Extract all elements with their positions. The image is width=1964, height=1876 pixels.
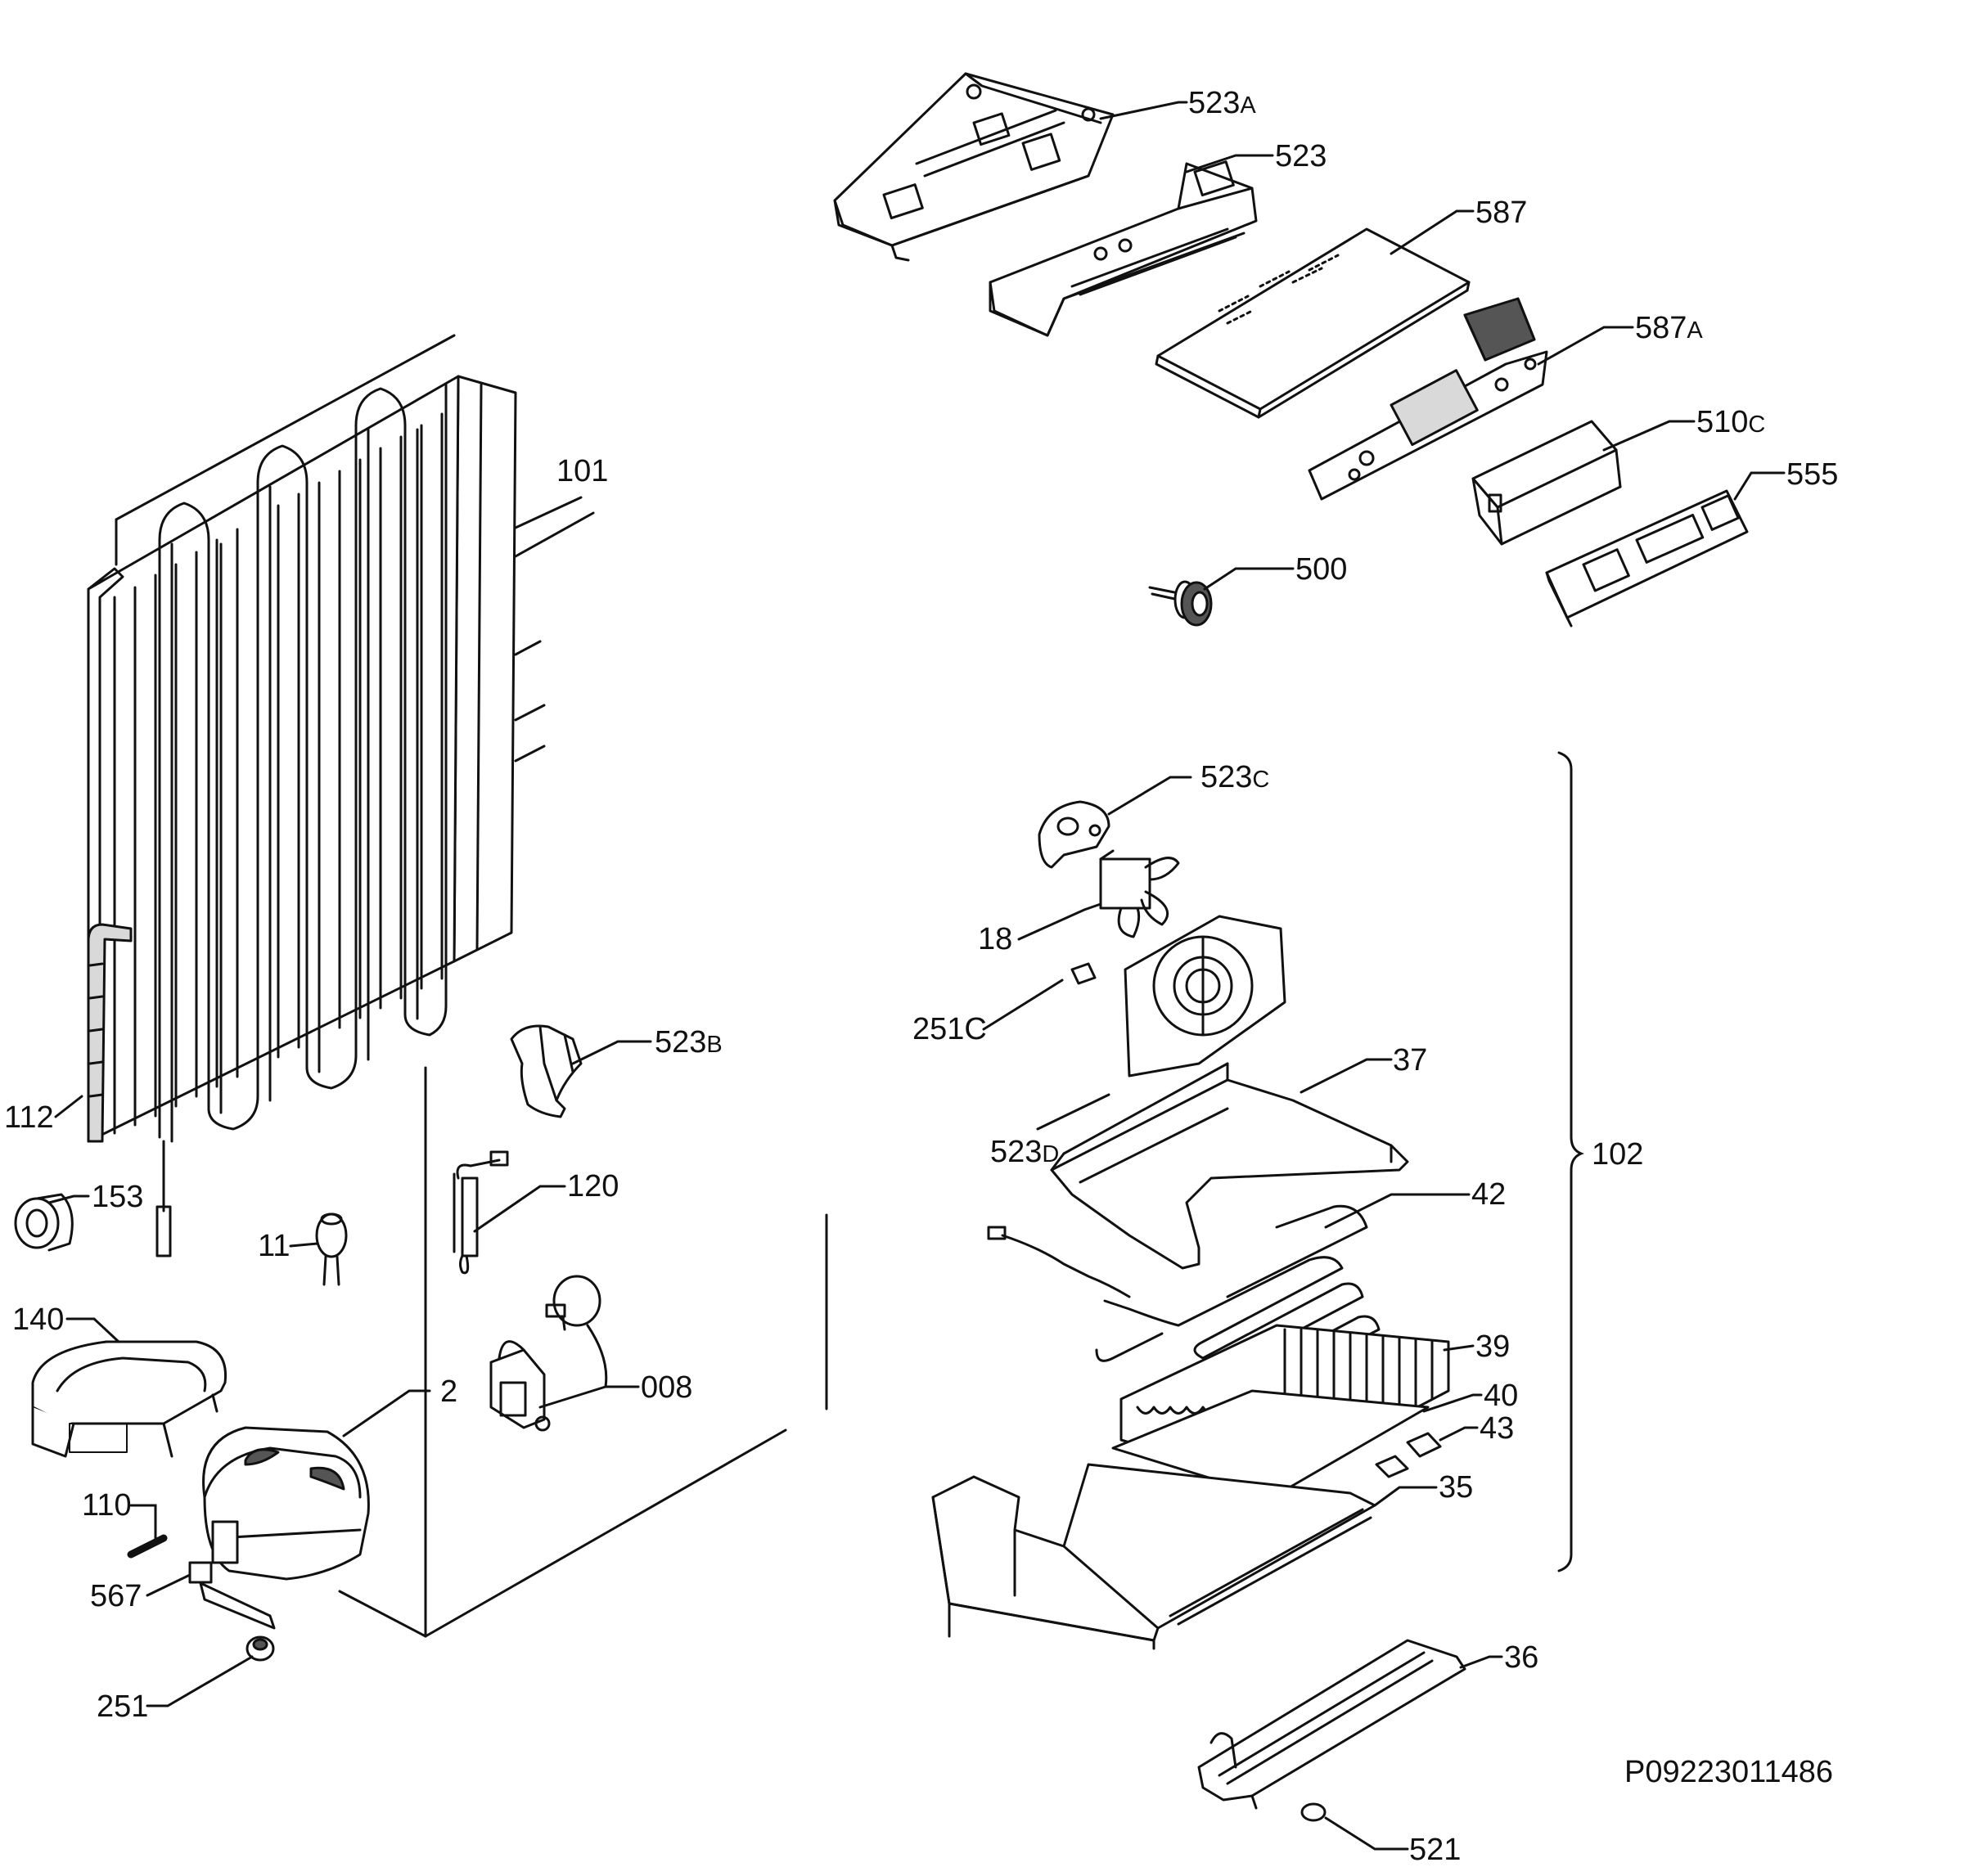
part-110-pin xyxy=(127,1534,168,1559)
callout-587: 587 xyxy=(1475,196,1527,230)
cabinet-outline xyxy=(115,334,828,1638)
callout-251c: 251C xyxy=(912,1012,987,1046)
callout-36: 36 xyxy=(1504,1640,1538,1675)
part-251-rubber-foot xyxy=(246,1635,275,1662)
leader-523a xyxy=(1099,101,1188,120)
callout-523c: 523C xyxy=(1200,760,1269,794)
leader-521 xyxy=(1324,1816,1409,1851)
callout-510c: 510C xyxy=(1696,405,1765,439)
leader-008 xyxy=(538,1324,640,1409)
leader-40 xyxy=(1422,1393,1483,1413)
leader-510c xyxy=(1602,420,1696,452)
leader-42 xyxy=(1324,1193,1471,1229)
part-587a-connector-board xyxy=(1308,297,1548,501)
callout-35: 35 xyxy=(1439,1470,1473,1505)
leader-lines xyxy=(47,101,1786,1851)
leader-35 xyxy=(1373,1486,1438,1507)
leader-587a xyxy=(1537,326,1634,366)
part-510c-display-window xyxy=(1471,420,1622,546)
callout-37: 37 xyxy=(1393,1043,1427,1077)
part-11-overload-switch xyxy=(315,1212,348,1286)
leader-523 xyxy=(1185,154,1274,173)
callout-102: 102 xyxy=(1592,1137,1643,1172)
leader-11 xyxy=(289,1242,319,1248)
callout-500: 500 xyxy=(1295,552,1347,587)
callout-523a: 523A xyxy=(1188,86,1256,120)
part-18-fan-motor xyxy=(1099,849,1180,938)
callout-101: 101 xyxy=(556,454,608,488)
part-153-grommet xyxy=(14,1193,74,1252)
part-36-drain-channel xyxy=(1197,1639,1466,1810)
part-587-circuit-board xyxy=(1155,227,1471,419)
callout-523: 523 xyxy=(1275,139,1327,173)
leader-567 xyxy=(146,1573,191,1597)
part-42-defrost-heater xyxy=(987,1204,1385,1417)
part-43-clips xyxy=(1375,1432,1442,1478)
callout-587a: 587A xyxy=(1635,311,1703,345)
leader-2 xyxy=(342,1389,431,1437)
leader-110 xyxy=(129,1504,157,1540)
part-101-condenser xyxy=(87,375,517,1257)
part-523b-cable-clip xyxy=(510,1024,583,1118)
part-2-compressor xyxy=(199,1426,370,1630)
leader-36 xyxy=(1459,1655,1503,1669)
callout-110: 110 xyxy=(82,1488,132,1523)
callout-18: 18 xyxy=(978,922,1012,956)
part-567-mounting-bracket xyxy=(188,1561,213,1584)
callout-112: 112 xyxy=(4,1100,54,1135)
callout-523d: 523D xyxy=(990,1135,1059,1169)
leader-120 xyxy=(473,1185,566,1233)
part-500-knob xyxy=(1148,580,1213,627)
part-fan-cover xyxy=(1124,915,1286,1077)
callout-39: 39 xyxy=(1475,1329,1510,1364)
leader-523d xyxy=(1036,1093,1110,1131)
callout-523b: 523B xyxy=(655,1025,723,1059)
callout-labels: 523A 523 587 587A 510C 555 500 101 523C … xyxy=(4,86,1838,1867)
part-555-display-frame xyxy=(1545,489,1749,628)
leader-153 xyxy=(47,1194,90,1204)
part-140-drip-tray xyxy=(31,1340,227,1458)
leader-18 xyxy=(1017,902,1102,941)
part-251c-insulation-pad xyxy=(1070,962,1097,985)
callout-153: 153 xyxy=(92,1180,143,1214)
part-521-o-ring xyxy=(1300,1802,1327,1822)
part-523c-fan-bracket xyxy=(1038,800,1110,869)
leader-37 xyxy=(1300,1058,1393,1094)
leader-140 xyxy=(65,1317,120,1343)
group-bracket-102 xyxy=(1557,751,1584,1572)
callout-40: 40 xyxy=(1484,1379,1518,1413)
callout-521: 521 xyxy=(1409,1833,1461,1867)
part-523-control-tray xyxy=(989,160,1258,337)
part-120-wiring-harness xyxy=(453,1150,509,1275)
leader-523b xyxy=(571,1040,652,1065)
part-112-drier-tube xyxy=(87,923,133,1143)
leader-101 xyxy=(514,496,583,529)
callout-2: 2 xyxy=(440,1374,457,1409)
part-523a-control-housing xyxy=(833,72,1115,262)
leader-523c xyxy=(1107,776,1192,816)
part-37-evaporator-cover xyxy=(1050,1062,1409,1270)
leader-39 xyxy=(1443,1344,1475,1352)
callout-567: 567 xyxy=(90,1579,142,1613)
leader-112 xyxy=(54,1095,83,1118)
callout-43: 43 xyxy=(1480,1411,1514,1446)
callout-11: 11 xyxy=(258,1229,290,1263)
callout-555: 555 xyxy=(1786,457,1838,492)
part-35-evaporator-tray xyxy=(931,1463,1376,1650)
callout-008: 008 xyxy=(641,1370,692,1405)
leader-500 xyxy=(1203,567,1295,591)
callout-120: 120 xyxy=(567,1169,619,1203)
leader-251 xyxy=(146,1655,254,1707)
leader-251c xyxy=(982,978,1064,1031)
leader-555 xyxy=(1733,471,1786,501)
part-008-relay-assembly xyxy=(489,1275,601,1432)
callout-251: 251 xyxy=(97,1689,148,1724)
callout-42: 42 xyxy=(1471,1177,1506,1212)
leader-587 xyxy=(1390,209,1475,255)
leader-43 xyxy=(1439,1426,1479,1442)
reference-code: P09223011486 xyxy=(1624,1755,1833,1789)
callout-140: 140 xyxy=(12,1302,64,1337)
